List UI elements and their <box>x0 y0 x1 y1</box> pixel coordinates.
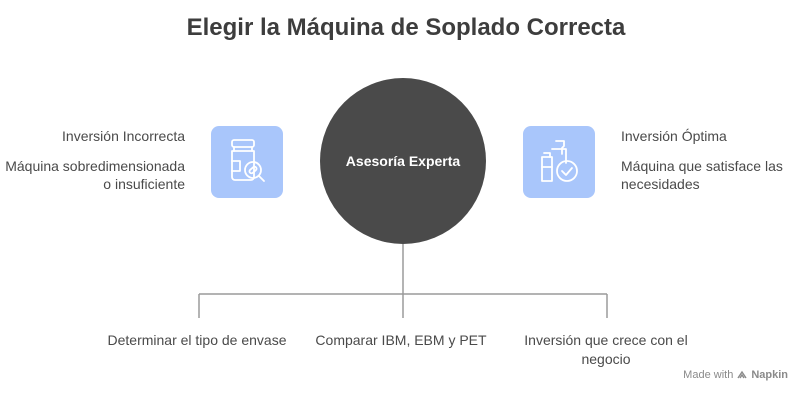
page-title: Elegir la Máquina de Soplado Correcta <box>186 14 626 41</box>
bottom-label-1: Determinar el tipo de envase <box>107 332 287 348</box>
bottles-check-icon <box>541 140 578 182</box>
watermark-brand: Napkin <box>751 369 788 381</box>
watermark-prefix: Made with <box>683 369 734 381</box>
left-description: Máquina sobredimensionada o insuficiente <box>5 158 185 192</box>
bottom-label-2: Comparar IBM, EBM y PET <box>315 332 487 348</box>
right-heading: Inversión Óptima <box>621 128 727 144</box>
center-node: Asesoría Experta <box>320 78 486 244</box>
napkin-logo-icon <box>737 370 747 379</box>
bottom-label-3: Inversión que crece con el negocio <box>524 332 688 367</box>
left-heading: Inversión Incorrecta <box>62 128 185 144</box>
watermark[interactable]: Made with Napkin <box>683 369 788 381</box>
left-icon-box <box>211 126 283 198</box>
center-node-label: Asesoría Experta <box>345 153 461 169</box>
medicine-bottle-search-icon <box>231 139 265 182</box>
right-description: Máquina que satisface las necesidades <box>621 158 783 192</box>
right-icon-box <box>523 126 595 198</box>
